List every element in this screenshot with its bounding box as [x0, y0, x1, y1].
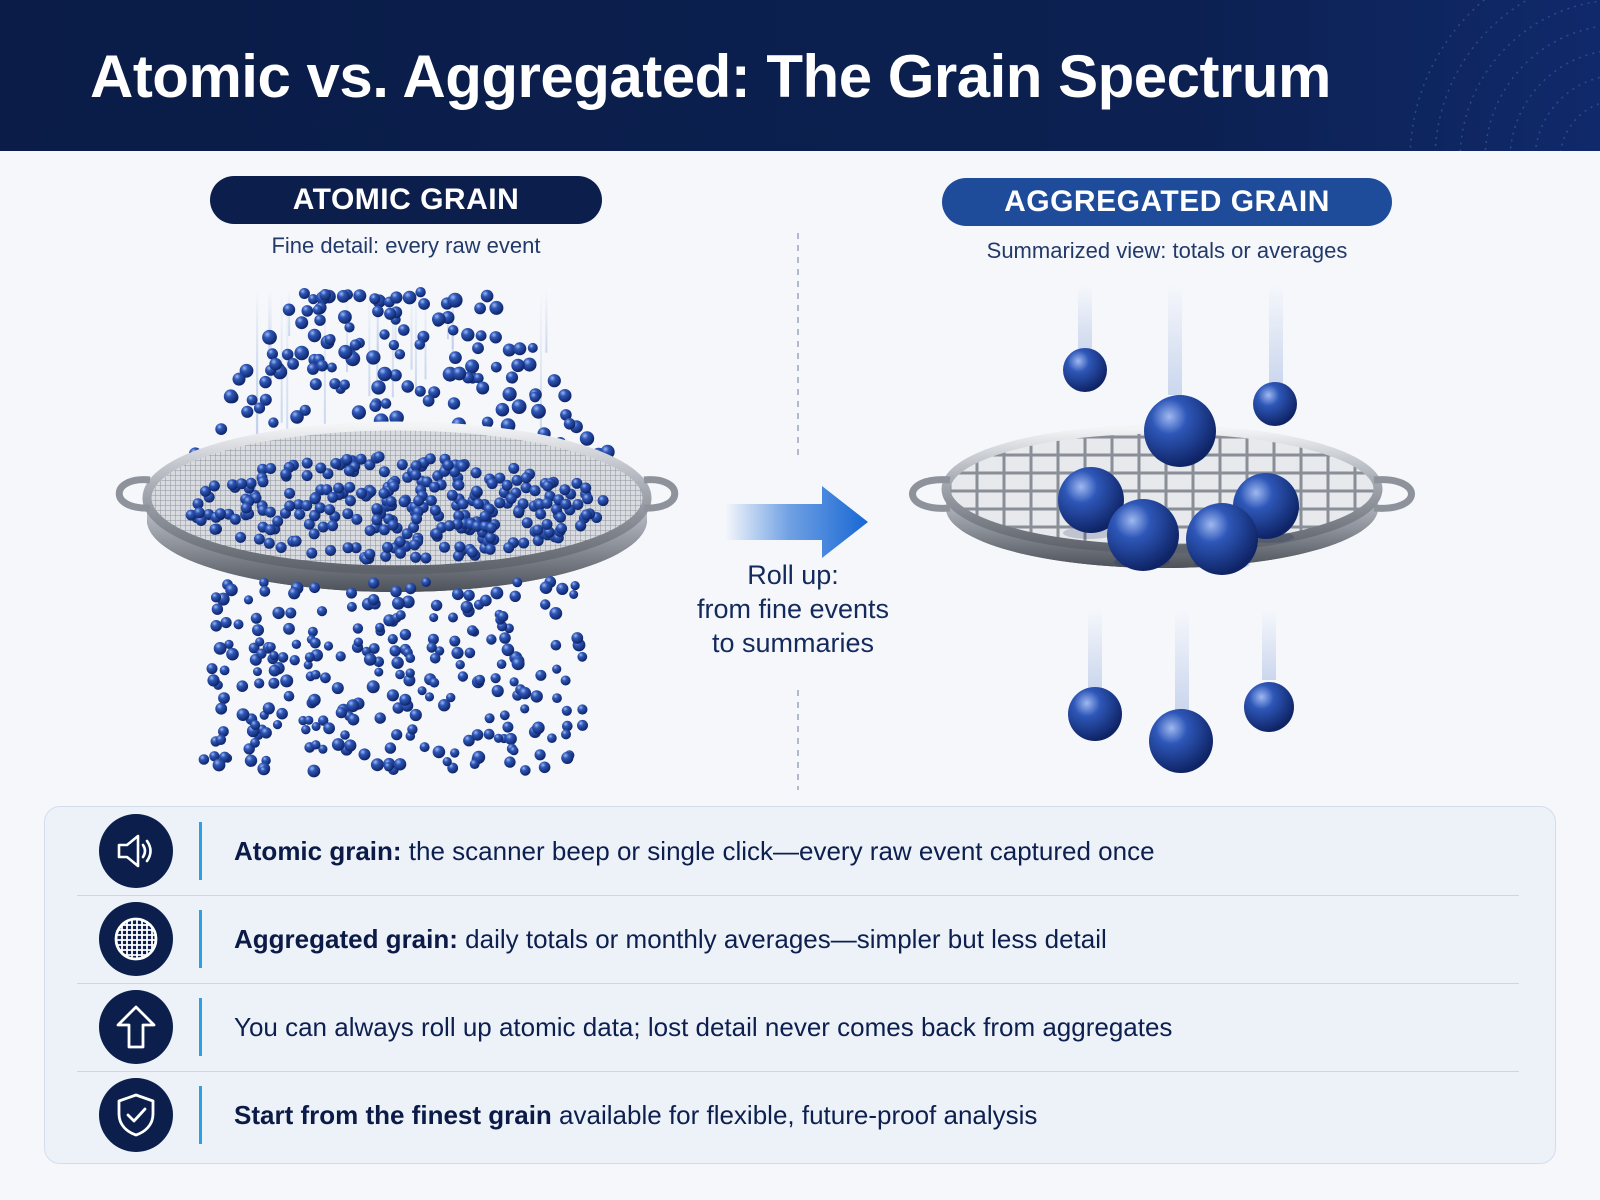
sieve-illustration	[115, 233, 1415, 790]
key-point-bold: Atomic grain:	[234, 835, 402, 866]
key-points-panel: Atomic grain: the scanner beep or single…	[44, 806, 1556, 1164]
key-point-row: You can always roll up atomic data; lost…	[77, 983, 1519, 1072]
header-banner: Atomic vs. Aggregated: The Grain Spectru…	[0, 0, 1600, 151]
speaker-icon	[99, 814, 173, 888]
key-point-row: Atomic grain: the scanner beep or single…	[77, 807, 1519, 896]
sieve-band-front	[147, 498, 647, 592]
header-wave-decoration	[1409, 0, 1600, 151]
aggregated-beads	[1058, 348, 1299, 773]
rollup-caption: Roll up: from fine events to summaries	[670, 558, 916, 660]
atomic-grain-label: ATOMIC GRAIN	[210, 176, 602, 224]
key-point-bold: Aggregated grain:	[234, 923, 458, 954]
shield-check-icon	[99, 1078, 173, 1152]
sieve-handle-left	[115, 476, 151, 512]
row-divider	[199, 910, 202, 968]
rollup-line-3: to summaries	[711, 628, 875, 658]
coarse-sieve-band-front	[946, 489, 1378, 568]
aggregated-sieve	[909, 285, 1415, 773]
rollup-arrow	[725, 486, 868, 558]
sieve-rim	[142, 421, 652, 575]
key-point-row: Start from the finest grain available fo…	[77, 1071, 1519, 1159]
key-point-text: Aggregated grain: daily totals or monthl…	[234, 924, 1107, 955]
key-point-body: the scanner beep or single click—every r…	[401, 835, 1155, 866]
beads-inside-sieve	[185, 451, 609, 565]
beads-below-sieve	[198, 576, 588, 778]
page-title: Atomic vs. Aggregated: The Grain Spectru…	[90, 43, 1331, 110]
rollup-line-1: Roll up:	[747, 560, 839, 590]
aggregated-grain-caption: Summarized view: totals or averages	[986, 238, 1348, 263]
sieve-handle-right	[643, 476, 679, 512]
key-point-text: Atomic grain: the scanner beep or single…	[234, 836, 1155, 867]
row-divider	[199, 998, 202, 1056]
key-point-text: You can always roll up atomic data; lost…	[234, 1012, 1172, 1043]
aggregated-grain-label: AGGREGATED GRAIN	[942, 178, 1392, 226]
coarse-handle-right	[1373, 476, 1415, 512]
key-point-body: You can always roll up atomic data; lost…	[234, 1011, 1173, 1042]
key-point-row: Aggregated grain: daily totals or monthl…	[77, 895, 1519, 984]
atomic-sieve	[115, 287, 679, 778]
key-point-bold: Start from the finest grain	[234, 1099, 552, 1130]
rollup-line-2: from fine events	[696, 594, 890, 624]
mesh-grid-icon	[99, 902, 173, 976]
coarse-handle-left	[909, 476, 951, 512]
key-point-body: daily totals or monthly averages—simpler…	[457, 923, 1107, 954]
atomic-grain-caption: Fine detail: every raw event	[271, 233, 541, 258]
up-arrow-icon	[99, 990, 173, 1064]
key-point-body: available for flexible, future-proof ana…	[551, 1099, 1038, 1130]
key-point-text: Start from the finest grain available fo…	[234, 1100, 1037, 1131]
row-divider	[199, 822, 202, 880]
falling-streaks-right	[1078, 285, 1283, 710]
row-divider	[199, 1086, 202, 1144]
